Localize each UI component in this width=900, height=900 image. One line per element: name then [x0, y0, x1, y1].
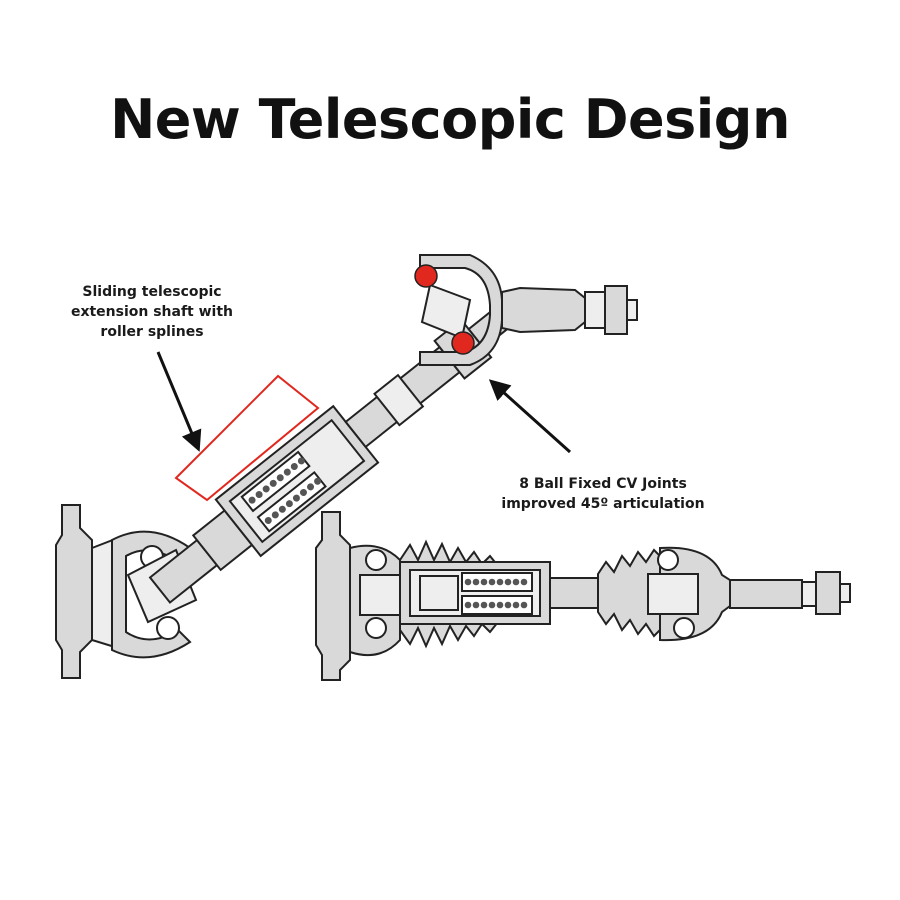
- straight-left-ball-upper: [365, 549, 387, 571]
- telescopic-shaft-callout: Sliding telescopic extension shaft with …: [52, 282, 252, 342]
- straight-axle-nut: [815, 571, 841, 615]
- telescopic-callout-line-2: extension shaft with: [70, 304, 234, 320]
- angled-shaft-assembly: [148, 309, 509, 604]
- cv-joint-arrow: [488, 379, 572, 454]
- straight-right-ball-upper: [657, 549, 679, 571]
- cv-callout-line-2: improved 45º articulation: [501, 496, 705, 512]
- straight-axle-collar: [801, 581, 817, 607]
- roller-splines: [240, 450, 327, 533]
- straight-left-inner-race: [359, 574, 401, 616]
- straight-driveshaft: [315, 511, 851, 681]
- left-flange: [55, 504, 93, 679]
- straight-axle-tip: [839, 583, 851, 603]
- straight-stub-axle: [729, 579, 803, 609]
- right-inner-race: [420, 283, 472, 340]
- right-axle-nut: [604, 285, 628, 335]
- straight-roller-splines: [461, 572, 533, 615]
- telescopic-inner: [228, 418, 366, 544]
- telescopic-arrow: [156, 351, 202, 452]
- left-cv-ball-lower: [156, 616, 180, 640]
- straight-spline-slider: [419, 575, 459, 611]
- right-axle-tip: [626, 299, 638, 321]
- cv-callout-line-1: 8 Ball Fixed CV Joints: [519, 476, 687, 492]
- left-cv-housing: [111, 530, 192, 659]
- shaft-step: [373, 373, 425, 427]
- straight-left-flange: [315, 511, 351, 681]
- cv-ball-highlight-lower: [451, 331, 475, 355]
- cv-joint-callout: 8 Ball Fixed CV Joints improved 45º arti…: [478, 474, 728, 514]
- right-axle-collar: [584, 291, 606, 329]
- straight-middle-shaft: [549, 577, 601, 609]
- telescopic-highlight-box: [174, 374, 320, 502]
- telescopic-callout-line-1: Sliding telescopic: [82, 284, 222, 300]
- telescopic-callout-line-3: roller splines: [100, 324, 204, 340]
- right-stub-axle: [501, 286, 586, 334]
- straight-left-ball-lower: [365, 617, 387, 639]
- cv-ball-highlight-upper: [414, 264, 438, 288]
- straight-right-ball-lower: [673, 617, 695, 639]
- straight-right-inner-race: [647, 573, 699, 615]
- articulated-driveshaft: [55, 254, 638, 679]
- page-title: New Telescopic Design: [110, 88, 790, 151]
